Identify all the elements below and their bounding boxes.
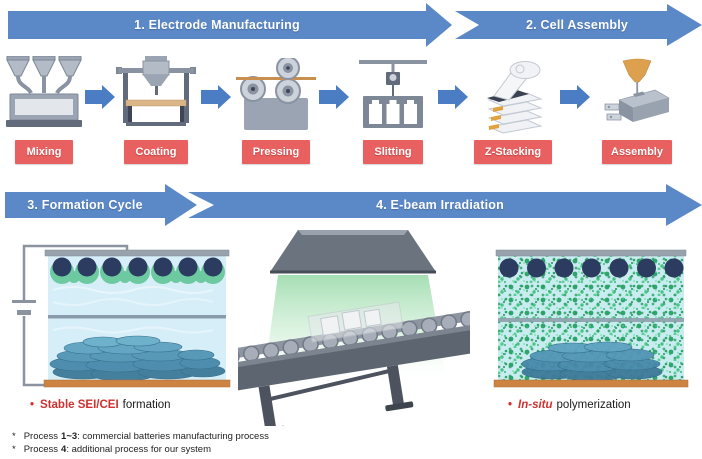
asterisk: *	[12, 444, 16, 455]
banner-label: 3. Formation Cycle	[27, 198, 143, 212]
bullet: •	[508, 399, 513, 411]
cathode-particles-with-cei	[50, 257, 225, 284]
step-arrow-icon	[438, 85, 468, 109]
banner-label: 4. E-beam Irradiation	[376, 198, 504, 212]
copper-current-collector	[493, 379, 689, 388]
electrode-manufacturing-banner: 1. Electrode Manufacturing	[8, 3, 452, 47]
banner-label: 2. Cell Assembly	[525, 18, 629, 32]
step-arrow-icon	[319, 85, 349, 109]
z-stacking-icon	[487, 61, 543, 134]
step-label-slitting: Slitting	[363, 140, 423, 164]
copper-current-collector	[43, 379, 231, 388]
formation-cell-illustration	[12, 244, 231, 388]
conveyor-belt	[238, 301, 470, 426]
cathode-particles	[499, 258, 684, 278]
graphite-anode-stack	[521, 341, 663, 382]
banner-label: 1. Electrode Manufacturing	[134, 18, 300, 32]
mixing-machine-icon	[6, 56, 82, 127]
asterisk: *	[12, 431, 16, 442]
coating-machine-icon	[116, 56, 196, 126]
ebeam-hood-icon	[270, 230, 436, 272]
bullet: •	[30, 399, 35, 411]
formation-caption-highlight: Stable SEI/CEI	[40, 399, 119, 411]
step-label-z-stacking: Z-Stacking	[474, 140, 552, 164]
banner-arrow-icon	[188, 184, 702, 226]
step-arrow-icon	[560, 85, 590, 109]
polymerized-cell-illustration	[493, 249, 689, 388]
formation-cycle-banner: 3. Formation Cycle	[5, 182, 197, 228]
battery-symbol-icon	[12, 300, 36, 303]
step-arrow-icon	[201, 85, 231, 109]
polymerization-caption-highlight: In-situ	[518, 399, 553, 411]
assembly-pouch-icon	[604, 58, 670, 122]
cell-assembly-banner: 2. Cell Assembly	[455, 3, 702, 47]
step-arrow-icon	[85, 85, 115, 109]
step-label-mixing: Mixing	[15, 140, 73, 164]
separator-layer	[48, 315, 226, 319]
separator-layer	[498, 318, 684, 322]
ebeam-irradiation-banner: 4. E-beam Irradiation	[188, 182, 702, 228]
slitting-machine-icon	[359, 60, 427, 128]
step-label-pressing: Pressing	[242, 140, 310, 164]
banner-arrow-icon	[5, 184, 197, 226]
step-label-assembly: Assembly	[602, 140, 672, 164]
banner-arrow-icon	[8, 3, 452, 47]
battery-cells-on-tray	[320, 308, 382, 336]
step-label-coating: Coating	[124, 140, 188, 164]
banner-arrow-icon	[455, 4, 702, 46]
ebeam-conveyor-illustration	[238, 230, 470, 426]
graphite-anode-stack	[49, 335, 226, 382]
polymerization-caption-rest: polymerization	[556, 399, 631, 411]
pressing-rollers-icon	[236, 58, 316, 130]
formation-caption-rest: formation	[122, 399, 171, 411]
